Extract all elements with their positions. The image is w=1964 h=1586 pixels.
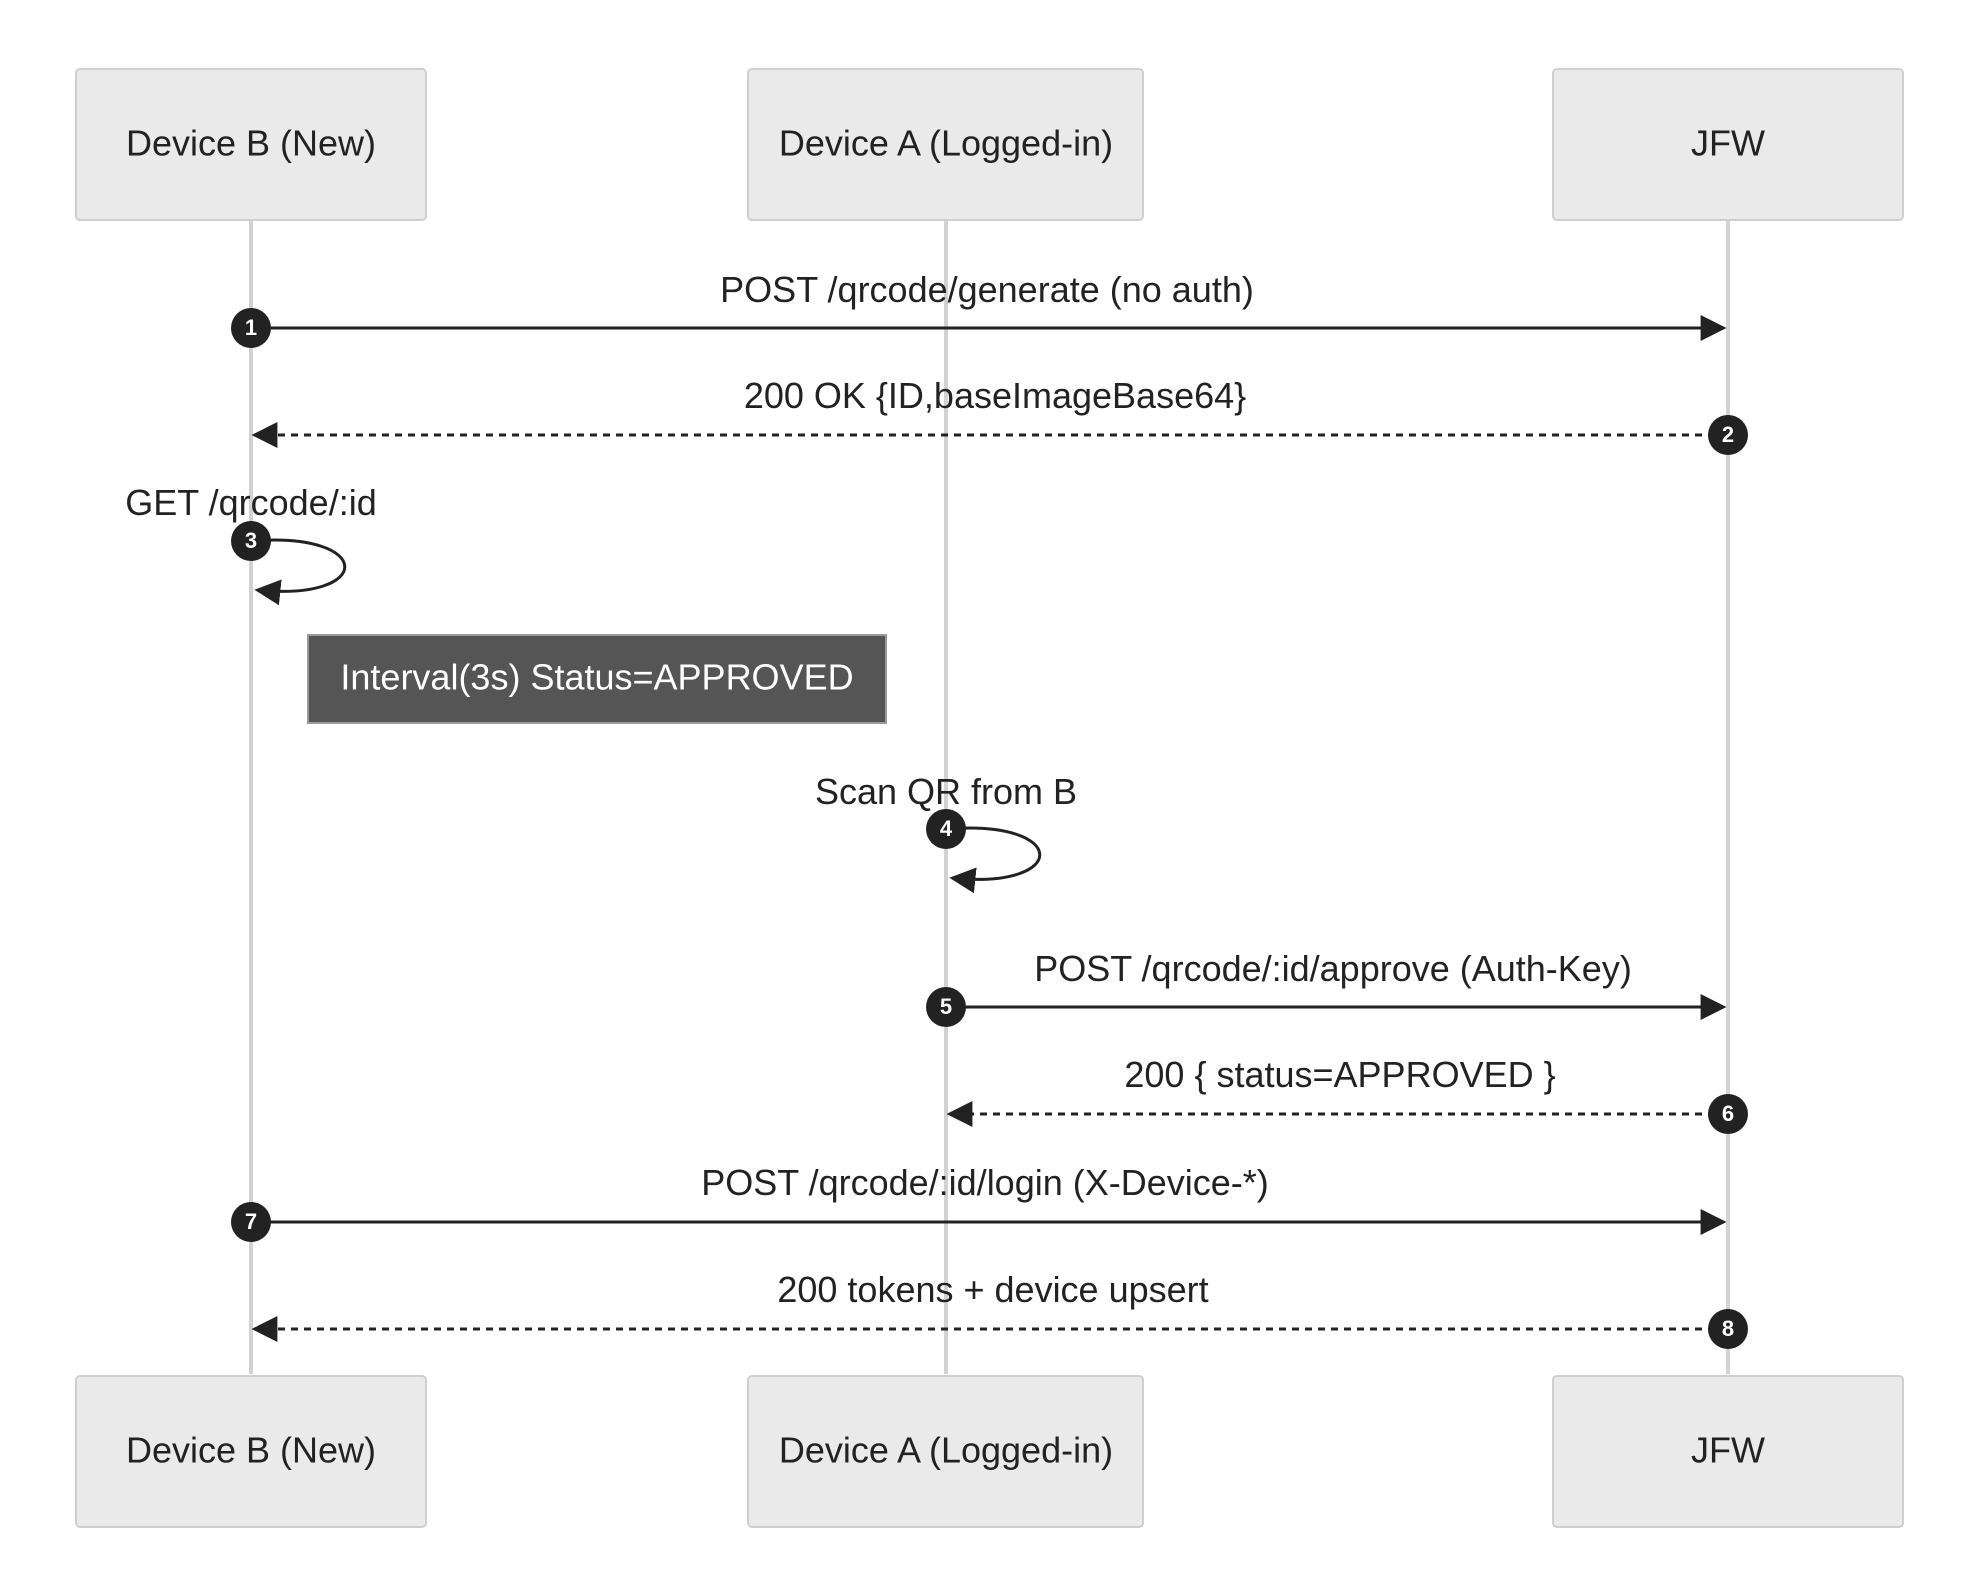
message-4: Scan QR from B 4	[815, 771, 1077, 894]
message-6: 200 { status=APPROVED } 6	[946, 1054, 1748, 1134]
sequence-number: 7	[245, 1209, 257, 1234]
sequence-number: 3	[245, 528, 257, 553]
actor-label: Device A (Logged-in)	[779, 1430, 1113, 1471]
sequence-number: 2	[1722, 422, 1734, 447]
sequence-number-badge	[231, 521, 271, 561]
message-7: POST /qrcode/:id/login (X-Device-*) 7	[231, 1162, 1727, 1242]
actor-device-a-top: Device A (Logged-in)	[747, 68, 1144, 221]
message-label: 200 OK {ID,baseImageBase64}	[744, 375, 1246, 416]
message-label: POST /qrcode/:id/login (X-Device-*)	[701, 1162, 1269, 1203]
actor-label: JFW	[1691, 123, 1765, 164]
actor-device-b-top: Device B (New)	[75, 68, 427, 221]
message-label: Scan QR from B	[815, 771, 1077, 812]
actor-jfw-top: JFW	[1552, 68, 1904, 221]
actor-label: Device A (Logged-in)	[779, 123, 1113, 164]
message-5: POST /qrcode/:id/approve (Auth-Key) 5	[926, 948, 1727, 1027]
sequence-number: 1	[245, 315, 257, 340]
message-1: POST /qrcode/generate (no auth) 1	[231, 269, 1727, 348]
actor-jfw-bottom: JFW	[1552, 1375, 1904, 1528]
sequence-number: 4	[940, 816, 953, 841]
actor-device-a-bottom: Device A (Logged-in)	[747, 1375, 1144, 1528]
sequence-number: 6	[1722, 1101, 1734, 1126]
self-call-arrow	[250, 538, 347, 606]
message-label: 200 tokens + device upsert	[777, 1269, 1208, 1310]
message-label: GET /qrcode/:id	[125, 482, 376, 523]
message-2: 200 OK {ID,baseImageBase64} 2	[251, 375, 1748, 455]
sequence-number-badge	[926, 809, 966, 849]
sequence-number: 8	[1722, 1316, 1734, 1341]
actor-label: JFW	[1691, 1430, 1765, 1471]
sequence-number-badge	[1708, 1094, 1748, 1134]
note-text: Interval(3s) Status=APPROVED	[340, 657, 853, 698]
actor-label: Device B (New)	[126, 123, 376, 164]
sequence-number-badge	[926, 987, 966, 1027]
message-label: POST /qrcode/generate (no auth)	[720, 269, 1254, 310]
sequence-number: 5	[940, 994, 952, 1019]
note: Interval(3s) Status=APPROVED	[307, 634, 887, 724]
message-label: 200 { status=APPROVED }	[1124, 1054, 1555, 1095]
sequence-number-badge	[231, 1202, 271, 1242]
actor-device-b-bottom: Device B (New)	[75, 1375, 427, 1528]
message-label: POST /qrcode/:id/approve (Auth-Key)	[1034, 948, 1632, 989]
self-call-arrow	[945, 826, 1042, 894]
sequence-number-badge	[1708, 1309, 1748, 1349]
sequence-number-badge	[1708, 415, 1748, 455]
sequence-number-badge	[231, 308, 271, 348]
message-8: 200 tokens + device upsert 8	[251, 1269, 1748, 1349]
message-3: GET /qrcode/:id 3	[125, 482, 377, 606]
actor-label: Device B (New)	[126, 1430, 376, 1471]
